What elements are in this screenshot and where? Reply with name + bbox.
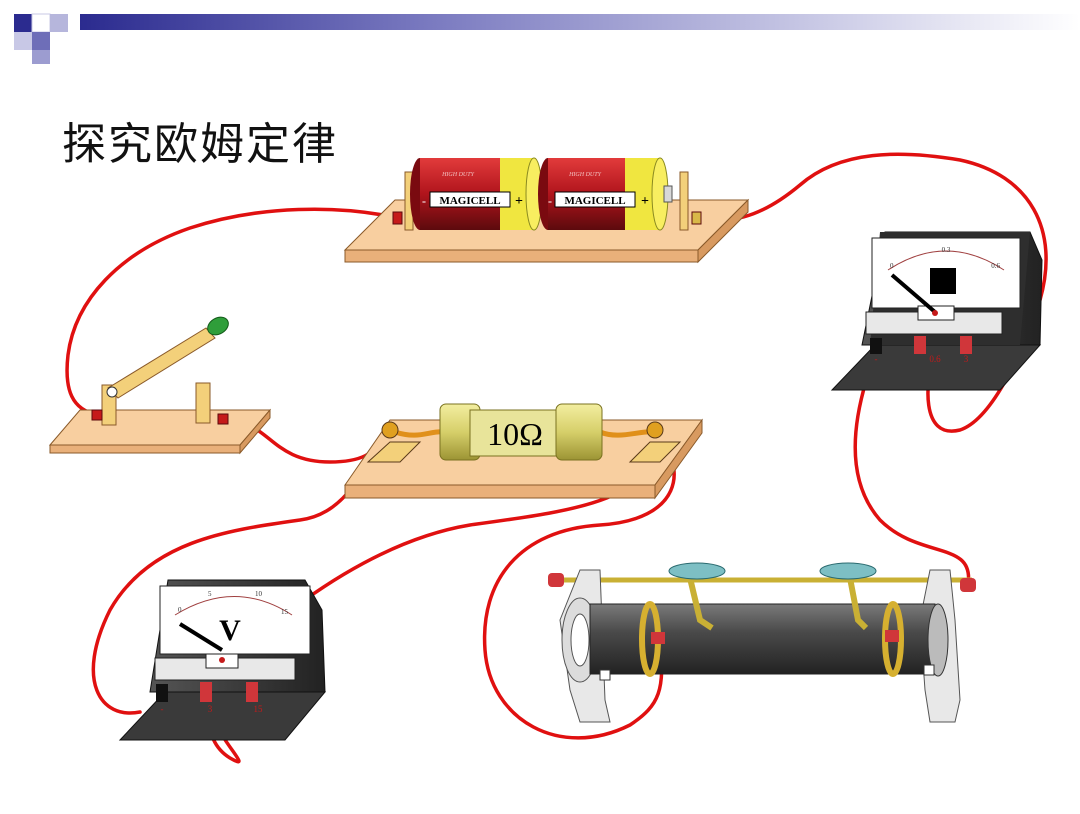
voltmeter-scale-10: 10 xyxy=(255,590,263,598)
rheostat-slider-right xyxy=(819,562,877,580)
voltmeter-terminal-15: 15 xyxy=(254,704,264,714)
voltmeter: V 0 5 10 15 - 3 15 xyxy=(118,579,327,741)
rheostat-slider-left xyxy=(668,562,726,580)
battery-right-minus: - xyxy=(548,194,552,208)
battery-terminal-right xyxy=(691,211,702,225)
slide-title: 探究欧姆定律 xyxy=(62,119,338,170)
voltmeter-terminal-minus: - xyxy=(161,704,164,714)
battery-left-label: MAGICELL xyxy=(439,195,500,207)
voltmeter-symbol: V xyxy=(219,614,241,647)
ammeter-symbol-box xyxy=(930,268,956,294)
voltmeter-scale-0: 0 xyxy=(178,606,182,614)
voltmeter-terminal-3: 3 xyxy=(208,704,213,714)
ammeter-terminal-mid: 0.6 xyxy=(929,354,941,364)
ammeter-needle xyxy=(890,273,937,314)
battery-right: MAGICELL HIGH DUTY + - xyxy=(538,157,673,231)
ammeter-terminal-max: 3 xyxy=(964,354,969,364)
knife-switch xyxy=(48,316,272,455)
ammeter-scale-0: 0 xyxy=(890,262,894,270)
resistor: 10Ω xyxy=(344,403,703,500)
ammeter-terminal-minus: - xyxy=(875,354,878,364)
ammeter: 0 0.3 0.6 - 0.6 3 xyxy=(830,231,1043,391)
wire-ammeter-to-rheostat xyxy=(853,350,971,587)
rheostat xyxy=(548,562,976,723)
ammeter-scale-mid: 0.3 xyxy=(942,246,951,254)
voltmeter-needle xyxy=(178,622,224,652)
header-decoration xyxy=(14,13,1080,64)
battery-left-minus: - xyxy=(422,194,426,208)
battery-left-sub: HIGH DUTY xyxy=(441,172,475,178)
battery-right-sub: HIGH DUTY xyxy=(568,172,602,178)
wire-resistor-to-rheostat xyxy=(482,430,676,740)
battery-left: MAGICELL HIGH DUTY + - xyxy=(410,157,543,231)
battery-right-label: MAGICELL xyxy=(564,195,625,207)
resistor-value-label: 10Ω xyxy=(487,416,543,452)
voltmeter-scale-15: 15 xyxy=(281,608,289,616)
wire-battery-to-ammeter xyxy=(695,152,1048,433)
ammeter-scale-max: 0.6 xyxy=(991,262,1000,270)
battery-terminal-left xyxy=(392,211,403,225)
battery-right-plus: + xyxy=(641,194,649,209)
battery-left-plus: + xyxy=(515,194,523,209)
wire-battery-to-switch xyxy=(65,207,400,417)
switch-handle xyxy=(207,316,229,336)
voltmeter-scale-5: 5 xyxy=(208,590,212,598)
wire-resistor-to-voltmeter xyxy=(91,430,390,715)
